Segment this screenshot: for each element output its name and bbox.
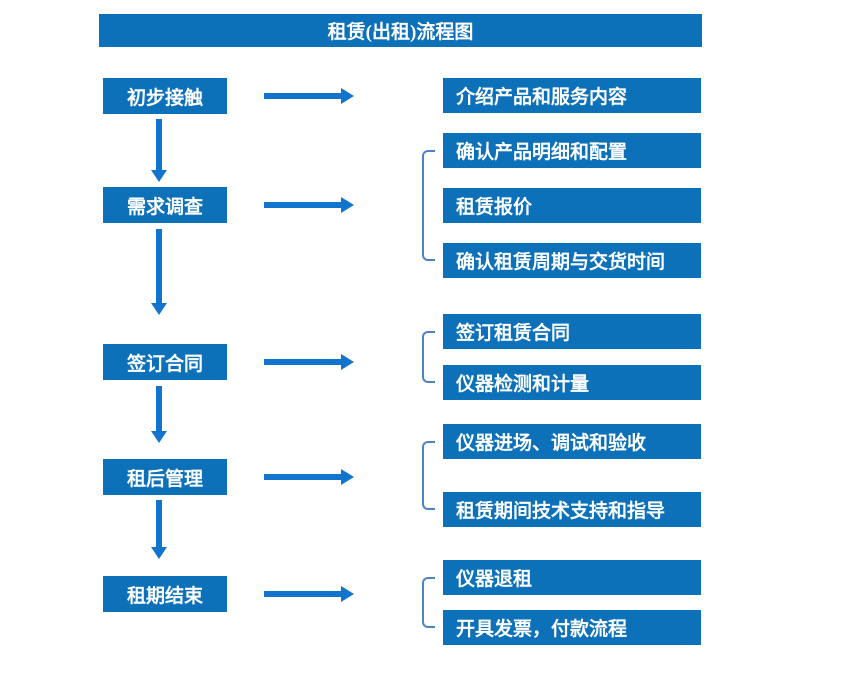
right-arrow-row1 xyxy=(264,88,354,104)
down-arrow-2 xyxy=(151,229,167,315)
arrow-head-icon xyxy=(341,586,354,602)
flowchart-title: 租赁(出租)流程图 xyxy=(99,14,702,47)
down-arrow-1 xyxy=(151,119,167,182)
arrow-shaft xyxy=(264,474,342,480)
arrow-head-icon xyxy=(151,303,167,315)
arrow-shaft xyxy=(156,500,162,548)
detail-box-instrument-inspection: 仪器检测和计量 xyxy=(443,365,701,400)
arrow-head-icon xyxy=(341,88,354,104)
arrow-shaft xyxy=(264,359,342,365)
detail-box-sign-rental-contract: 签订租赁合同 xyxy=(443,314,701,349)
right-arrow-row3 xyxy=(264,354,354,370)
down-arrow-3 xyxy=(151,386,167,443)
detail-box-instrument-return: 仪器退租 xyxy=(443,560,701,595)
detail-box-rental-quote: 租赁报价 xyxy=(443,188,701,223)
right-arrow-row2 xyxy=(264,197,354,213)
arrow-head-icon xyxy=(151,170,167,182)
arrow-shaft xyxy=(264,93,342,99)
arrow-head-icon xyxy=(341,469,354,485)
arrow-head-icon xyxy=(341,197,354,213)
arrow-head-icon xyxy=(151,431,167,443)
right-arrow-row5 xyxy=(264,586,354,602)
bracket-demand-survey-group xyxy=(422,150,435,261)
arrow-shaft xyxy=(264,202,342,208)
step-box-rental-end: 租期结束 xyxy=(103,576,227,612)
arrow-shaft xyxy=(264,591,342,597)
arrow-shaft xyxy=(156,386,162,432)
step-box-sign-contract: 签订合同 xyxy=(103,344,227,380)
arrow-shaft xyxy=(156,229,162,304)
arrow-head-icon xyxy=(151,547,167,559)
arrow-head-icon xyxy=(341,354,354,370)
arrow-shaft xyxy=(156,119,162,171)
detail-box-confirm-period: 确认租赁周期与交货时间 xyxy=(443,243,701,278)
step-box-demand-survey: 需求调查 xyxy=(103,187,227,223)
detail-box-tech-support: 租赁期间技术支持和指导 xyxy=(443,492,701,527)
detail-box-confirm-product-spec: 确认产品明细和配置 xyxy=(443,133,701,168)
detail-box-invoice-payment: 开具发票，付款流程 xyxy=(443,610,701,645)
bracket-rental-end-group xyxy=(422,577,435,628)
detail-box-introduce-products: 介绍产品和服务内容 xyxy=(443,78,701,113)
step-box-initial-contact: 初步接触 xyxy=(103,78,227,114)
step-box-post-rental: 租后管理 xyxy=(103,459,227,495)
bracket-post-rental-group xyxy=(422,441,435,510)
down-arrow-4 xyxy=(151,500,167,559)
right-arrow-row4 xyxy=(264,469,354,485)
detail-box-instrument-entry: 仪器进场、调试和验收 xyxy=(443,424,701,459)
bracket-sign-contract-group xyxy=(422,331,435,383)
